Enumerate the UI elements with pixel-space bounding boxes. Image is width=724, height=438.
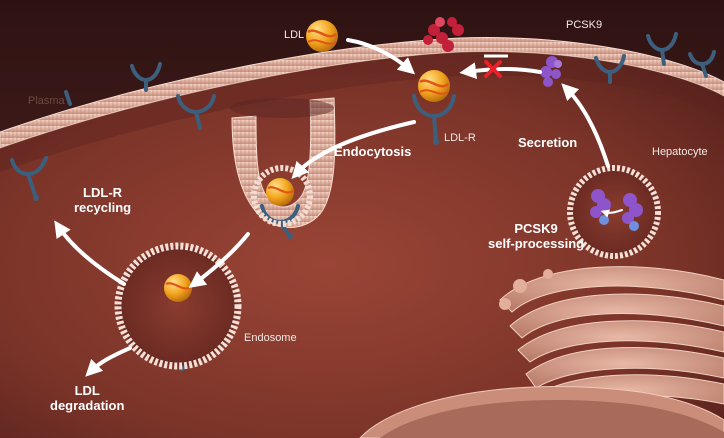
receptor-plasma-4 <box>646 32 678 66</box>
label-ldl-r-recycling-line2: recycling <box>74 199 132 215</box>
arrow-to-endosome <box>188 232 250 289</box>
arrow-degradation <box>85 346 132 377</box>
arrow-secretion <box>561 83 610 168</box>
receptor-plasma-6 <box>64 90 72 106</box>
cell-membrane <box>0 37 724 149</box>
arrow-recycling <box>54 220 126 286</box>
receptor-recycled <box>10 156 48 200</box>
label-secretion: Secretion <box>518 135 578 150</box>
label-endosome: Endosome <box>244 332 297 344</box>
label-endocytosis: Endocytosis <box>334 144 412 159</box>
receptor-plasma-2 <box>176 94 216 130</box>
receptor-plasma-3 <box>594 54 626 84</box>
receptor-binding-ldl <box>412 94 456 144</box>
endoplasmic-reticulum <box>359 386 724 438</box>
label-ldl-r-recycling: LDL-R recycling <box>74 185 132 216</box>
label-pcsk9-self-processing: PCSK9 self-processing <box>488 221 585 252</box>
label-ldl-r: LDL-R <box>444 132 476 144</box>
ldl-particle-endosome <box>164 274 193 302</box>
label-pcsk9: PCSK9 <box>566 19 603 31</box>
pathway-arrows <box>54 38 623 377</box>
anti-pcsk9-antibody <box>423 17 464 52</box>
arrow-processing-internal <box>600 209 623 218</box>
label-plasma: Plasma <box>28 95 65 107</box>
label-ldl-degradation-line1: LDL <box>74 383 100 398</box>
blocked-x-icon <box>484 60 502 78</box>
receptor-plasma-5 <box>688 50 716 78</box>
label-ldl-degradation-line2: degradation <box>50 397 125 413</box>
arrow-ldl-binding <box>346 38 416 75</box>
pcsk9-protein-processing-2 <box>622 193 643 231</box>
arrow-endocytosis <box>291 120 416 179</box>
pcsk9-protein-processing-1 <box>590 189 611 225</box>
pcsk9-molecule <box>540 56 562 87</box>
coated-vesicle <box>251 165 313 227</box>
golgi-apparatus <box>499 266 724 415</box>
membrane-shadow <box>0 51 724 172</box>
label-ldl-r-recycling-line1: LDL-R <box>83 185 123 200</box>
label-ldl: LDL <box>284 29 305 41</box>
arrow-pcsk9-to-receptor <box>459 62 542 79</box>
ldl-particle-vesicle <box>266 178 295 206</box>
receptor-tips <box>33 139 439 371</box>
endosome <box>114 242 242 370</box>
receptor-plasma-1 <box>130 62 162 92</box>
ldl-particle-bound <box>418 70 450 102</box>
ldl-particles <box>164 20 450 302</box>
label-pcsk9-self-processing-line1: PCSK9 <box>514 221 558 236</box>
label-pcsk9-self-processing-line2: self-processing <box>488 235 585 251</box>
label-ldl-degradation: LDL degradation <box>50 383 125 414</box>
label-hepatocyte: Hepatocyte <box>652 146 708 158</box>
ldl-particle-plasma <box>306 20 338 52</box>
